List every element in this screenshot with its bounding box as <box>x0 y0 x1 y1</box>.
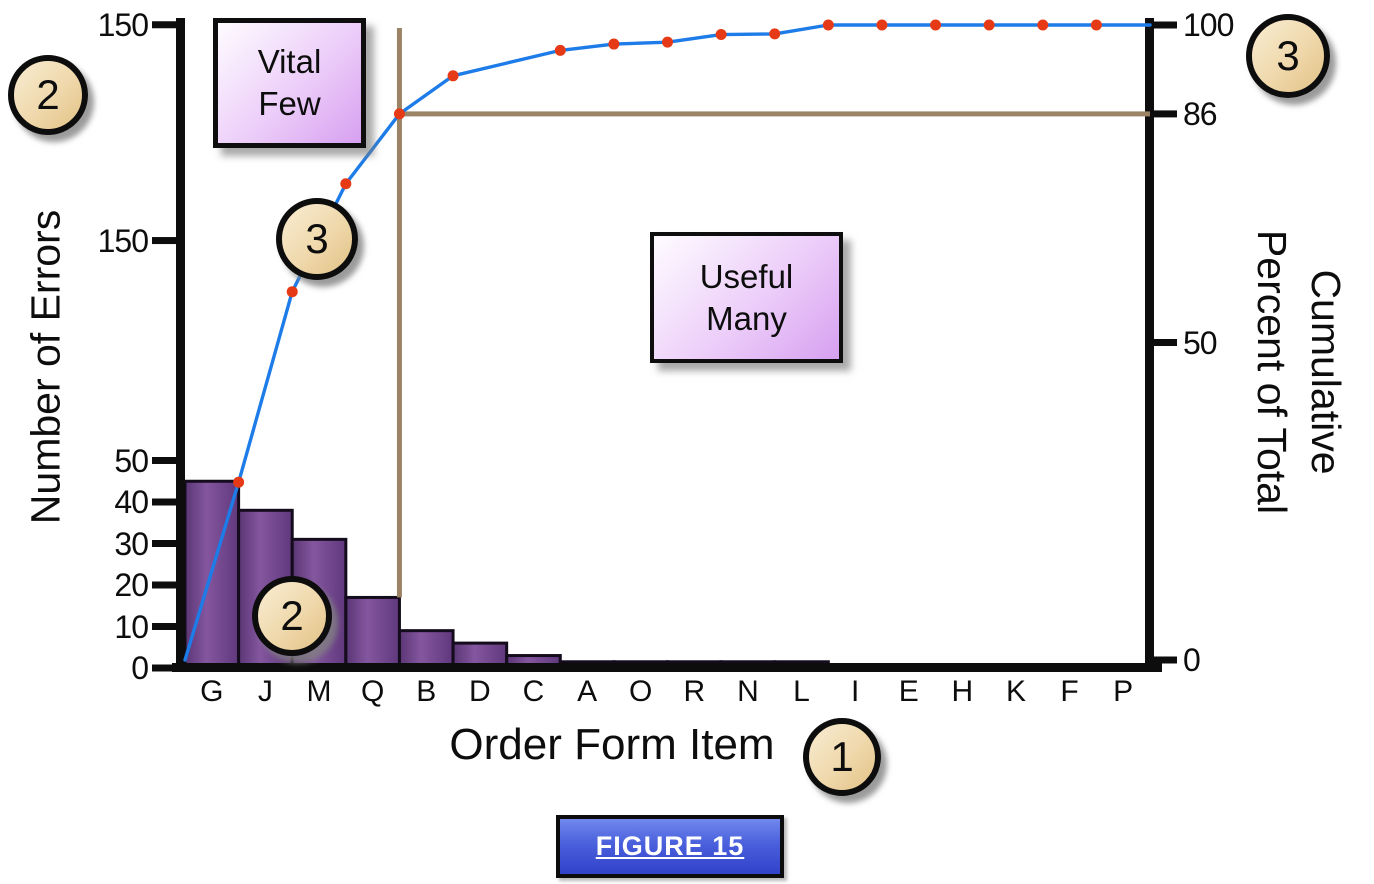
figure-caption-button[interactable]: FIGURE 15 <box>556 815 784 878</box>
reference-line-vertical <box>396 28 402 598</box>
left-tick-7 <box>152 664 177 672</box>
marker-L <box>822 19 834 31</box>
right-tick-0 <box>1154 21 1177 29</box>
callout-circle-2: 2 <box>8 55 88 135</box>
x-axis-title: Order Form Item <box>449 720 775 769</box>
marker-K <box>1037 19 1049 31</box>
callout-number: 3 <box>1276 32 1300 79</box>
marker-G <box>233 476 245 488</box>
vital-few-line1: Vital <box>257 43 322 80</box>
marker-A <box>608 38 620 50</box>
vital-few-label: Vital Few <box>213 18 366 148</box>
bar-B <box>397 629 455 670</box>
marker-R <box>715 29 727 41</box>
left-tick-2 <box>152 457 177 464</box>
marker-C <box>554 44 566 56</box>
marker-J <box>286 286 298 298</box>
left-axis-title: Number of Errors <box>22 209 69 525</box>
left-tick-3 <box>152 498 177 506</box>
marker-Q <box>393 108 405 120</box>
right-tick-1 <box>1154 110 1177 118</box>
callout-number: 1 <box>830 733 854 780</box>
figure-caption-label: FIGURE 15 <box>595 831 745 861</box>
right-axis-title-line2: Percent of Total <box>1249 229 1295 515</box>
right-tick-3 <box>1154 656 1177 664</box>
callout-circle-1: 1 <box>803 718 881 796</box>
left-axis <box>176 18 185 672</box>
useful-many-label: Useful Many <box>650 232 843 363</box>
useful-many-line1: Useful <box>699 257 794 295</box>
left-tick-5 <box>152 581 177 589</box>
marker-E <box>930 19 942 31</box>
marker-O <box>662 36 673 48</box>
callout-circle-3: 3 <box>276 198 358 280</box>
left-tick-4 <box>152 540 177 547</box>
callout-number: 3 <box>305 215 329 262</box>
useful-many-line2: Many <box>706 299 787 337</box>
right-axis <box>1145 18 1154 668</box>
marker-N <box>769 28 781 40</box>
bar-Q <box>344 595 401 670</box>
right-axis-title-line1: Cumulative <box>1303 269 1349 475</box>
callout-number: 2 <box>280 592 304 639</box>
marker-F <box>1090 19 1102 31</box>
marker-B <box>447 70 459 82</box>
left-tick-6 <box>152 623 177 630</box>
right-axis-title: Cumulative Percent of Total <box>1245 230 1353 514</box>
right-tick-2 <box>1154 339 1177 346</box>
left-tick-0 <box>152 21 177 29</box>
marker-I <box>876 19 888 31</box>
callout-circle-2: 2 <box>252 576 332 656</box>
bottom-axis <box>172 663 1162 672</box>
vital-few-line2: Few <box>258 85 321 122</box>
callout-circle-3: 3 <box>1246 14 1330 98</box>
reference-line-horizontal <box>396 111 1150 117</box>
marker-H <box>983 19 995 31</box>
left-tick-1 <box>152 237 177 245</box>
marker-M <box>340 178 352 190</box>
callout-number: 2 <box>36 71 60 118</box>
